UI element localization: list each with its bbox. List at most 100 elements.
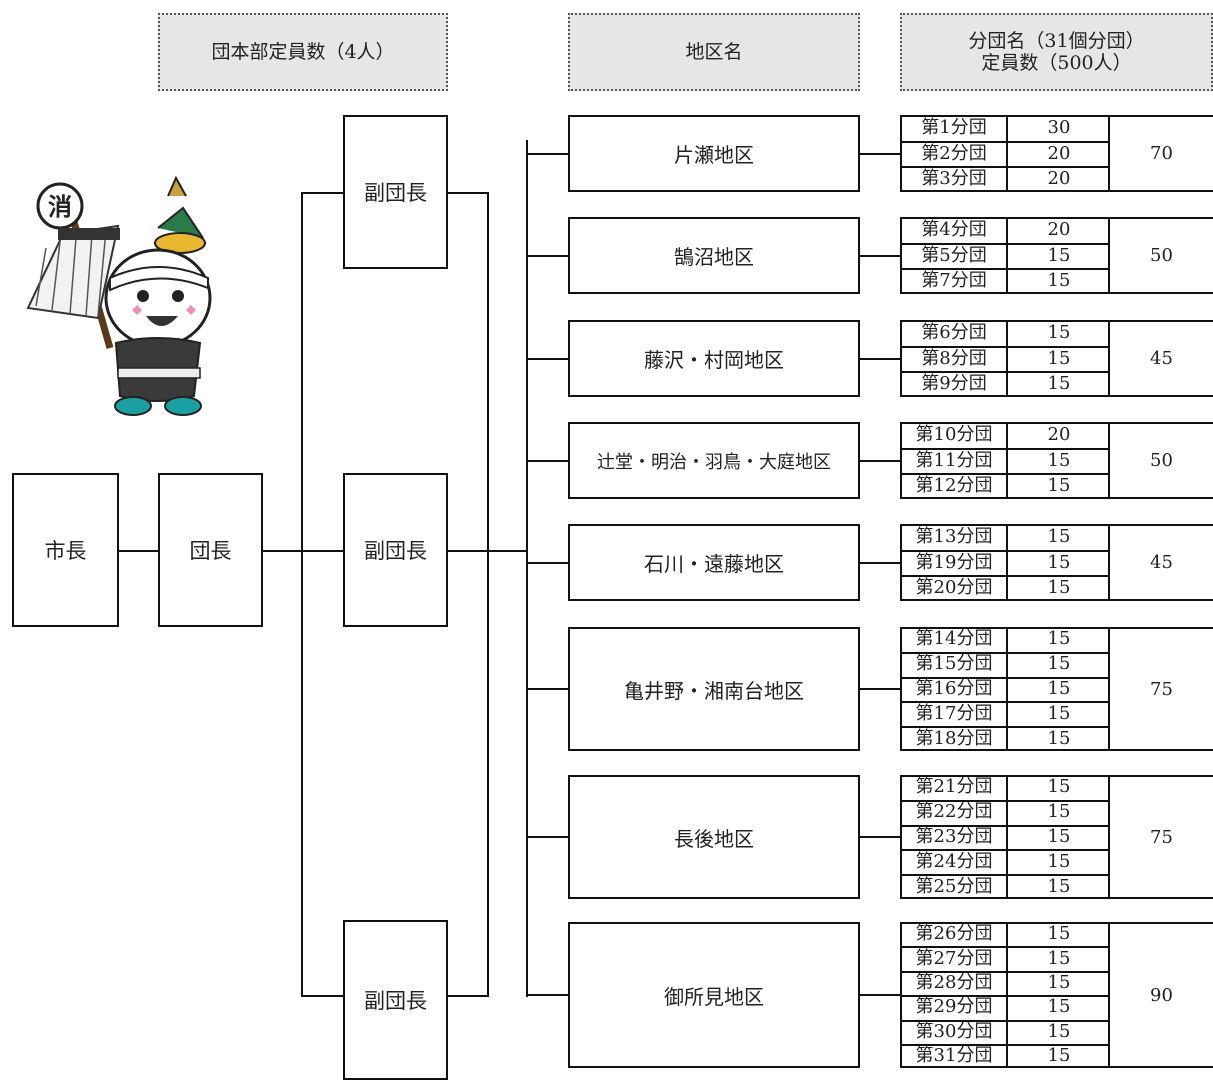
- branch-name: 第23分団: [900, 824, 1008, 850]
- connector-left-bottom: [301, 995, 344, 997]
- branch-name: 第7分団: [900, 268, 1008, 295]
- branch-name: 第3分団: [900, 166, 1008, 193]
- branch-row-border: [900, 268, 1110, 271]
- branch-name: 第20分団: [900, 575, 1008, 602]
- branch-row-border: [900, 676, 1110, 679]
- branch-quota: 20: [1047, 142, 1071, 164]
- district-box: 長後地区: [568, 775, 860, 899]
- branch-row-border: [900, 1019, 1110, 1022]
- district-box: 藤沢・村岡地区: [568, 320, 860, 397]
- district-total-value: 50: [1150, 450, 1173, 471]
- district-total-value: 45: [1150, 348, 1173, 369]
- connector-to-branches: [860, 561, 900, 564]
- connector-to-branches: [860, 836, 900, 838]
- district-total-value: 50: [1150, 245, 1173, 266]
- branch-name: 第30分団: [900, 1019, 1008, 1044]
- district-name: 御所見地区: [664, 984, 764, 1009]
- branch-quota: 15: [1047, 577, 1071, 599]
- branch-quota: 15: [1047, 321, 1071, 343]
- branch-name: 第24分団: [900, 849, 1008, 875]
- district-name: 石川・遠藤地区: [644, 552, 784, 576]
- district-total: 50: [1108, 422, 1213, 499]
- branch-quota: 15: [1047, 801, 1071, 823]
- district-total: 75: [1108, 775, 1213, 899]
- district-name: 長後地区: [674, 826, 754, 851]
- branch-quota: 15: [1047, 1020, 1071, 1042]
- branch-row-border: [900, 549, 1110, 552]
- district-total: 45: [1108, 320, 1213, 397]
- branch-row-border: [900, 874, 1110, 877]
- branch-row-border: [900, 651, 1110, 654]
- branch-header-line2: 定員数（500人）: [981, 52, 1132, 74]
- branch-row-border: [900, 320, 1110, 322]
- connector-to-district: [526, 357, 569, 360]
- fire-brigade-mascot: 消: [26, 175, 212, 416]
- branch-name: 第1分団: [900, 115, 1008, 141]
- connector-to-branches: [860, 152, 900, 155]
- branch-name: 第8分団: [900, 345, 1008, 372]
- connector-right-bottom: [448, 995, 488, 997]
- vice-chief-box-2: 副団長: [343, 473, 448, 627]
- branch-quota: 15: [1047, 850, 1071, 872]
- hq-staff-header-text: 団本部定員数（4人）: [211, 41, 395, 63]
- district-total-value: 75: [1150, 678, 1173, 700]
- branch-name: 第17分団: [900, 701, 1008, 727]
- branch-name: 第10分団: [900, 422, 1008, 448]
- district-total-value: 45: [1150, 552, 1173, 573]
- branch-row-border: [900, 371, 1110, 374]
- branch-name: 第19分団: [900, 549, 1008, 576]
- connector-to-district: [526, 152, 569, 155]
- connector-center-to-district: [448, 550, 527, 552]
- branch-row-border: [900, 749, 1110, 751]
- district-box: 片瀬地区: [568, 115, 860, 192]
- connector-district-trunk: [526, 140, 528, 997]
- branch-quota: 15: [1047, 373, 1071, 395]
- vice-chief-label-3: 副団長: [364, 989, 427, 1013]
- district-box: 御所見地区: [568, 922, 860, 1068]
- branch-name: 第27分団: [900, 946, 1008, 971]
- district-name: 片瀬地区: [674, 143, 754, 167]
- district-box: 辻堂・明治・羽鳥・大庭地区: [568, 422, 860, 499]
- connector-to-branches: [860, 994, 900, 996]
- branch-row-border: [900, 1066, 1110, 1068]
- branch-name: 第6分団: [900, 320, 1008, 346]
- district-name: 藤沢・村岡地区: [644, 348, 784, 372]
- branch-name: 第31分団: [900, 1044, 1008, 1069]
- connector-right-top: [448, 192, 488, 194]
- branch-name: 第15分団: [900, 651, 1008, 677]
- chief-box: 団長: [158, 473, 263, 627]
- connector-right-trunk: [487, 192, 489, 997]
- branch-name: 第13分団: [900, 524, 1008, 550]
- district-total: 45: [1108, 524, 1213, 601]
- branch-row-border: [900, 726, 1110, 729]
- branch-row-border: [900, 922, 1110, 924]
- vice-chief-label-2: 副団長: [364, 539, 427, 563]
- district-box: 石川・遠藤地区: [568, 524, 860, 601]
- branch-quota: 15: [1047, 971, 1071, 993]
- branch-row-border: [900, 575, 1110, 578]
- branch-row-border: [900, 946, 1110, 949]
- district-header-text: 地区名: [685, 41, 743, 63]
- branch-quota: 15: [1047, 875, 1071, 897]
- connector-left-top: [301, 192, 344, 194]
- mayor-label: 市長: [44, 539, 87, 563]
- district-total: 75: [1108, 627, 1213, 751]
- branch-quota: 15: [1047, 996, 1071, 1018]
- district-total-value: 75: [1150, 826, 1173, 848]
- mayor-box: 市長: [12, 473, 119, 627]
- branch-name: 第11分団: [900, 447, 1008, 474]
- branch-quota: 20: [1047, 423, 1071, 445]
- branch-row-border: [900, 599, 1110, 601]
- branch-row-border: [900, 166, 1110, 169]
- branch-row-border: [900, 115, 1110, 117]
- branch-quota: 30: [1047, 116, 1071, 138]
- connector-left-trunk: [301, 192, 303, 997]
- branch-quota: 15: [1047, 551, 1071, 573]
- branch-row-border: [900, 970, 1110, 973]
- branch-name: 第22分団: [900, 799, 1008, 825]
- branch-row-border: [900, 701, 1110, 704]
- vice-chief-label-1: 副団長: [364, 181, 427, 205]
- branch-name: 第26分団: [900, 922, 1008, 947]
- chief-label: 団長: [189, 539, 232, 563]
- branch-name: 第14分団: [900, 627, 1008, 652]
